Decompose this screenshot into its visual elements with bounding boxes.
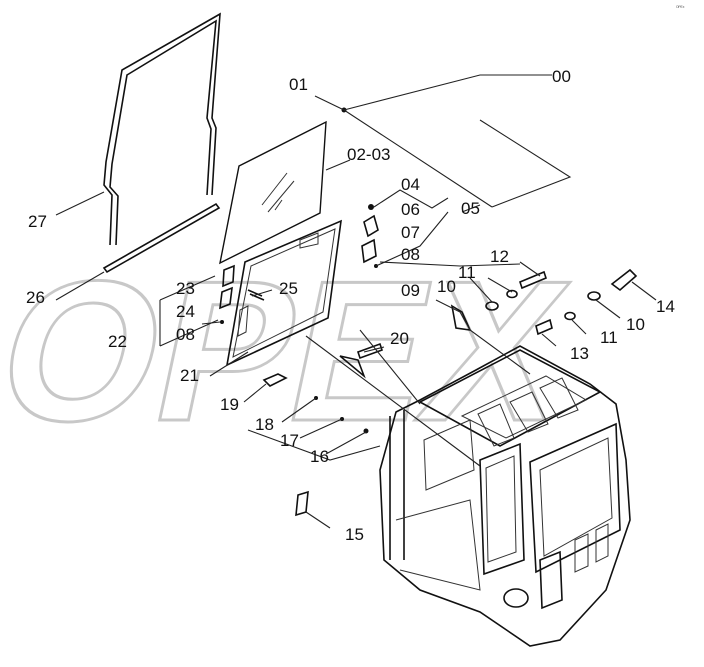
label-05: 05	[461, 199, 480, 218]
watermark: OPEX	[0, 239, 585, 462]
label-04: 04	[401, 175, 420, 194]
label-10-right: 10	[626, 315, 645, 334]
label-14: 14	[656, 297, 675, 316]
label-11-left: 11	[458, 263, 476, 282]
label-00: 00	[552, 67, 571, 86]
label-18: 18	[255, 415, 274, 434]
part-27-rail	[103, 12, 221, 246]
label-09: 09	[401, 281, 420, 300]
label-08-lower: 08	[176, 325, 195, 344]
label-27: 27	[28, 212, 47, 231]
label-02-03: 02-03	[347, 145, 390, 164]
leader-lines	[55, 74, 657, 529]
label-08-upper: 08	[401, 245, 420, 264]
callout-labels: 00 01 02-03 04 05 06 07 08 08 09 10 10 1…	[26, 67, 675, 544]
corner-mark: ᴼᴾᴱˣ	[676, 5, 685, 11]
label-07: 07	[401, 223, 420, 242]
label-19: 19	[220, 395, 239, 414]
label-17: 17	[280, 431, 299, 450]
label-25: 25	[279, 279, 298, 298]
label-23: 23	[176, 279, 195, 298]
label-06: 06	[401, 200, 420, 219]
label-11-right: 11	[600, 328, 618, 347]
label-21: 21	[180, 366, 199, 385]
label-10-left: 10	[437, 277, 456, 296]
label-16: 16	[310, 447, 329, 466]
hinge-parts	[219, 107, 379, 324]
part-21-door-frame	[225, 219, 342, 367]
label-24: 24	[176, 302, 195, 321]
label-22: 22	[108, 332, 127, 351]
label-13: 13	[570, 344, 589, 363]
label-26: 26	[26, 288, 45, 307]
label-15: 15	[345, 525, 364, 544]
cab-body	[379, 345, 631, 647]
label-12: 12	[490, 247, 509, 266]
label-20: 20	[390, 329, 409, 348]
part-02-glass	[219, 120, 327, 265]
label-01: 01	[289, 75, 308, 94]
part-26-seal-strip	[102, 202, 221, 274]
